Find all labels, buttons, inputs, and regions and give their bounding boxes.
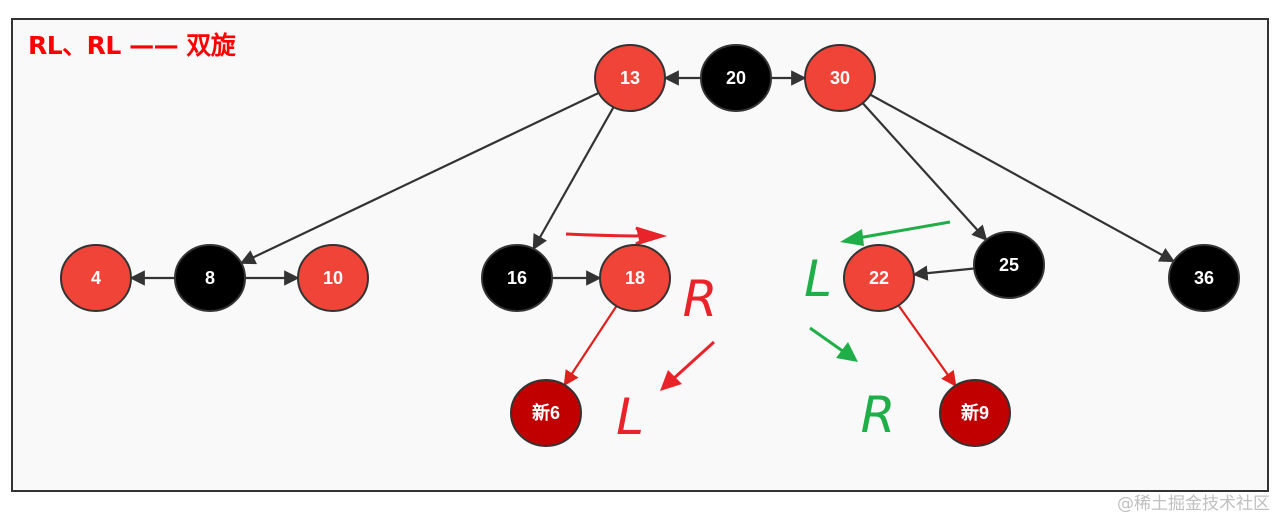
mark-l-right: L [804,250,832,308]
green-arrow-head-left [840,229,864,246]
tree-node-4: 4 [60,244,132,312]
tree-node-6: 新6 [510,379,582,447]
node-circle [60,244,132,312]
edge-30-to-36 [869,93,1176,263]
tree-node-10: 10 [297,244,369,312]
tree-node-20: 20 [700,44,772,112]
rotation-marks [565,220,951,391]
green-rotation-arrow-down-right [809,326,845,354]
node-label: 25 [999,255,1019,275]
red-arrow-head-down-left [660,370,682,391]
node-circle [1168,244,1240,312]
tree-node-30: 30 [804,44,876,112]
node-label: 36 [1194,268,1214,288]
edge-18-to-6 [563,305,618,387]
tree-node-22: 22 [843,244,915,312]
node-label: 新6 [532,402,560,423]
rotation-letters: R L L R [616,250,895,446]
tree-node-16: 16 [481,244,553,312]
edge-22-to-9 [897,304,957,387]
node-circle [973,231,1045,299]
tree-node-9: 新9 [939,379,1011,447]
node-label: 新9 [961,402,989,423]
green-rotation-arrow-left [857,220,951,240]
mark-r-right: R [861,386,896,444]
node-circle [939,379,1011,447]
node-circle [510,379,582,447]
tree-node-8: 8 [174,244,246,312]
edge-13-to-16 [532,106,615,251]
node-circle [843,244,915,312]
node-label: 20 [726,68,746,88]
diagram-title: RL、RL —— 双旋 [28,31,236,60]
edge-13-to-8 [239,91,600,265]
node-circle [599,244,671,312]
node-circle [594,44,666,112]
watermark: @稀土掘金技术社区 [1117,494,1270,514]
edge-layer [129,70,1176,387]
node-circle [174,244,246,312]
tree-node-13: 13 [594,44,666,112]
node-label: 13 [620,68,640,88]
node-label: 22 [869,268,889,288]
node-label: 4 [91,268,101,288]
mark-r-left: R [683,270,718,328]
node-label: 30 [830,68,850,88]
green-arrow-head-down-right [836,342,858,362]
tree-node-25: 25 [973,231,1045,299]
tree-node-18: 18 [599,244,671,312]
tree-node-36: 36 [1168,244,1240,312]
node-circle [804,44,876,112]
node-circle [297,244,369,312]
node-circle [700,44,772,112]
node-circle [481,244,553,312]
node-label: 8 [205,268,215,288]
edge-25-to-22 [912,265,975,281]
red-arrow-head-right [636,227,662,244]
node-label: 16 [507,268,527,288]
edge-30-to-25 [861,102,988,242]
node-label: 10 [323,268,343,288]
mark-l-left: L [616,388,644,446]
node-layer: 13 20 30 4 8 10 16 18 22 25 36 新6 新9 [60,44,1240,447]
red-rotation-arrow-down-left [670,340,716,382]
node-label: 18 [625,268,645,288]
